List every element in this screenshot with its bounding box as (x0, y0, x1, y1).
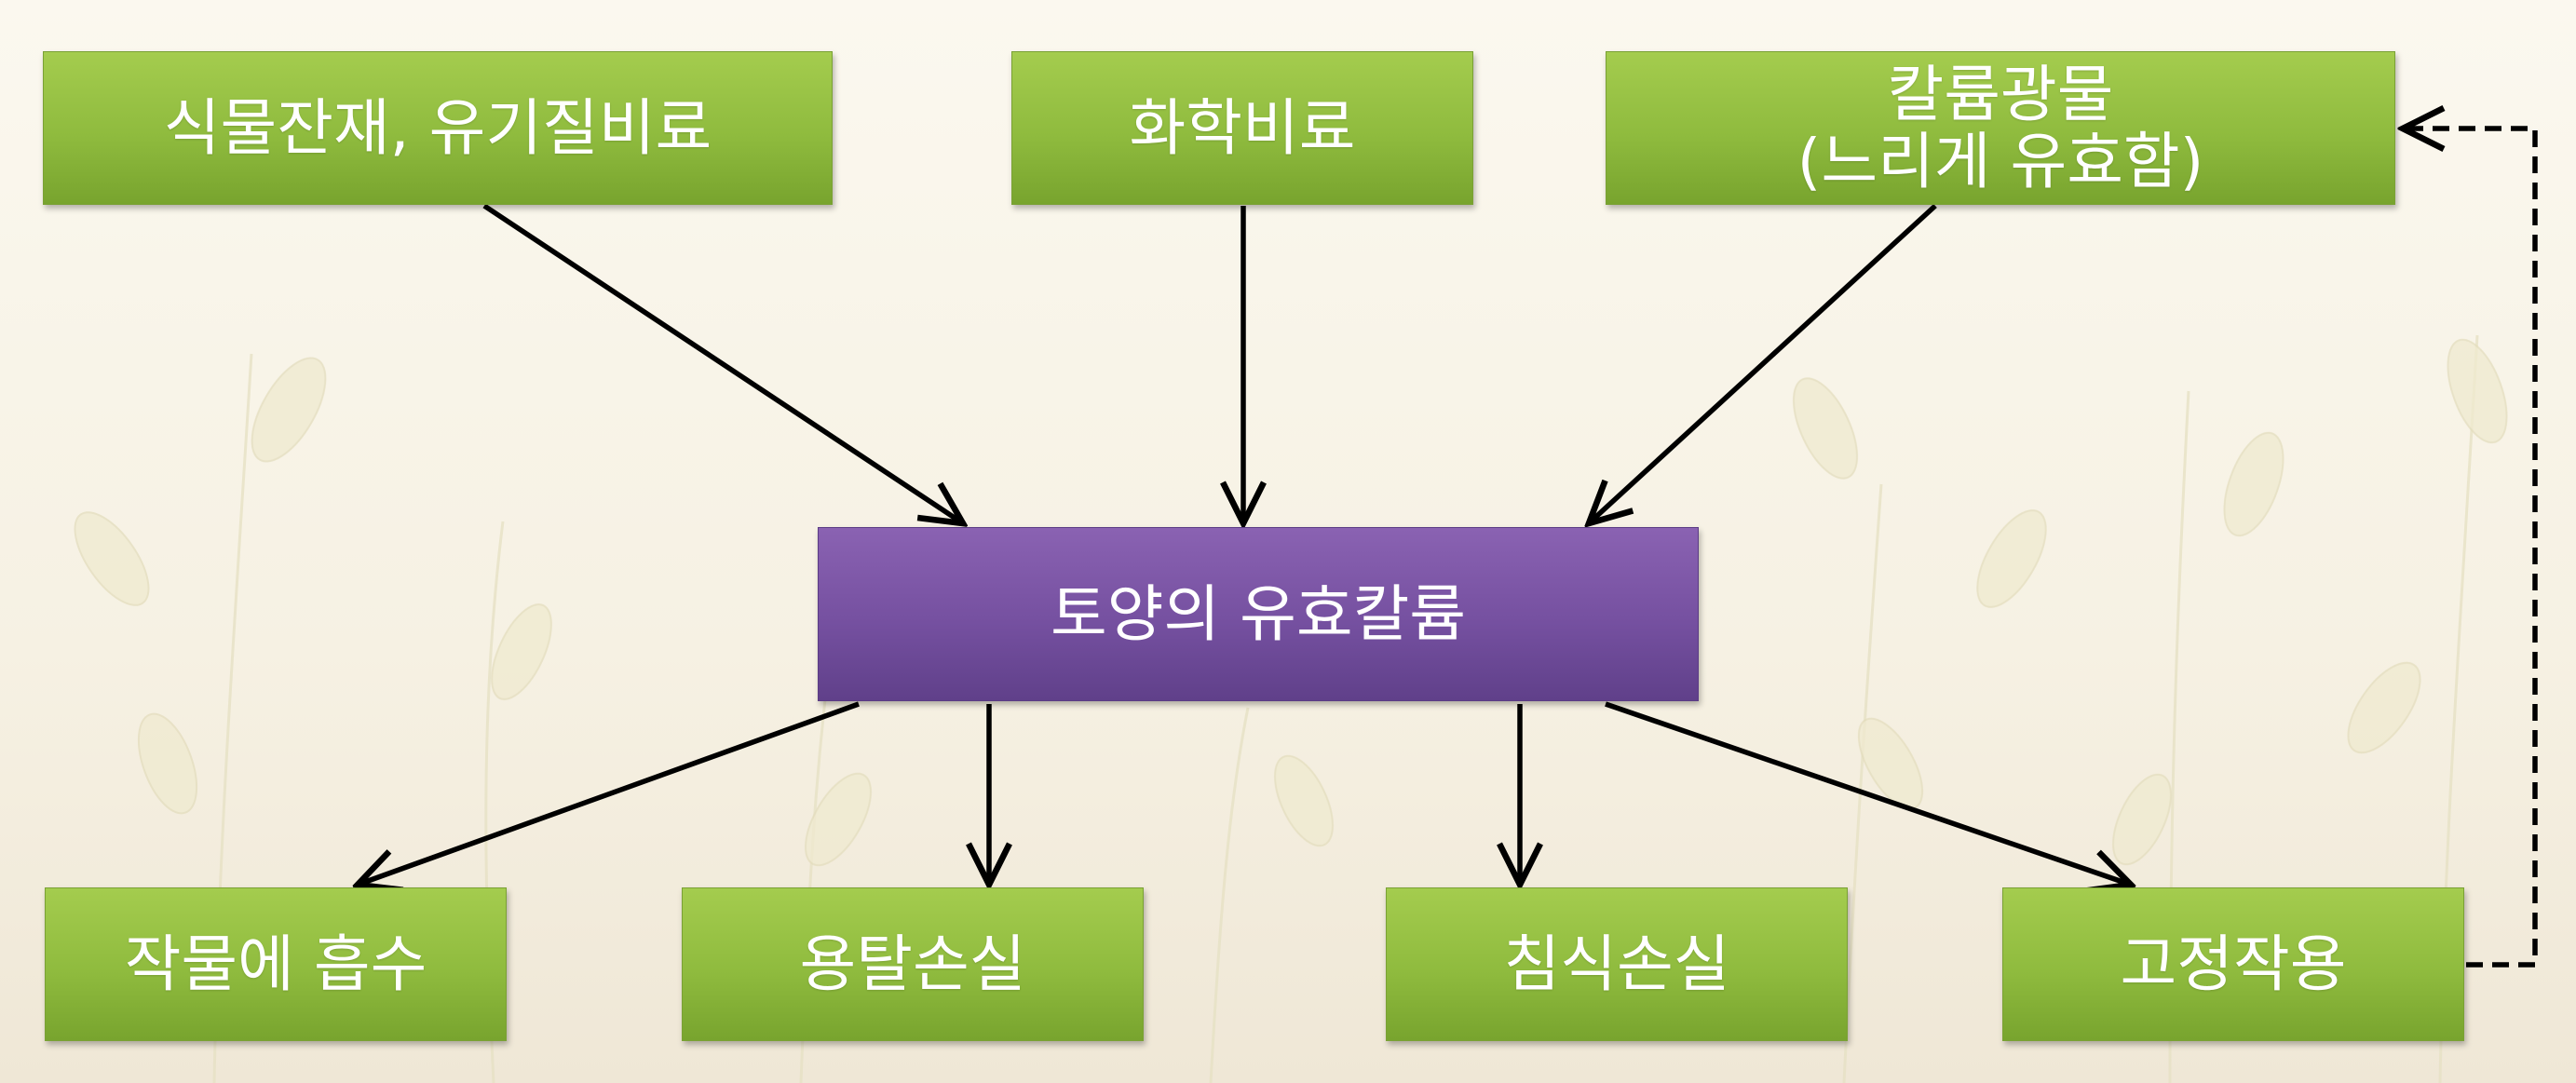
arrow-available-to-fixation (1605, 701, 2131, 885)
chemical-fertilizer-box: 화학비료 (1011, 51, 1473, 205)
arrow-mineral-to-available (1589, 203, 1937, 523)
potassium-mineral-label: 칼륨광물 (1887, 59, 2114, 131)
dashed-arrow-fixation-to-mineral (2403, 129, 2538, 968)
erosion-loss-label: 침식손실 (1503, 927, 1730, 1000)
potassium-mineral-box: 칼륨광물 (느리게 유효함) (1606, 51, 2395, 205)
plant-residue-box: 식물잔재, 유기질비료 (43, 51, 833, 205)
available-potassium-box: 토양의 유효칼륨 (818, 527, 1699, 701)
fixation-label: 고정작용 (2120, 927, 2347, 1000)
potassium-mineral-note: (느리게 유효함) (1796, 125, 2204, 197)
chemical-fertilizer-label: 화학비료 (1129, 91, 1356, 164)
leaching-loss-label: 용탈손실 (799, 927, 1026, 1000)
arrow-plant-to-available (482, 203, 963, 523)
plant-residue-label: 식물잔재, 유기질비료 (163, 91, 712, 164)
crop-absorption-label: 작물에 흡수 (124, 927, 427, 1000)
available-potassium-label: 토양의 유효칼륨 (1050, 577, 1467, 650)
arrow-available-to-absorption (358, 701, 860, 885)
leaching-loss-box: 용탈손실 (682, 887, 1144, 1041)
erosion-loss-box: 침식손실 (1386, 887, 1848, 1041)
crop-absorption-box: 작물에 흡수 (45, 887, 507, 1041)
fixation-box: 고정작용 (2002, 887, 2464, 1041)
